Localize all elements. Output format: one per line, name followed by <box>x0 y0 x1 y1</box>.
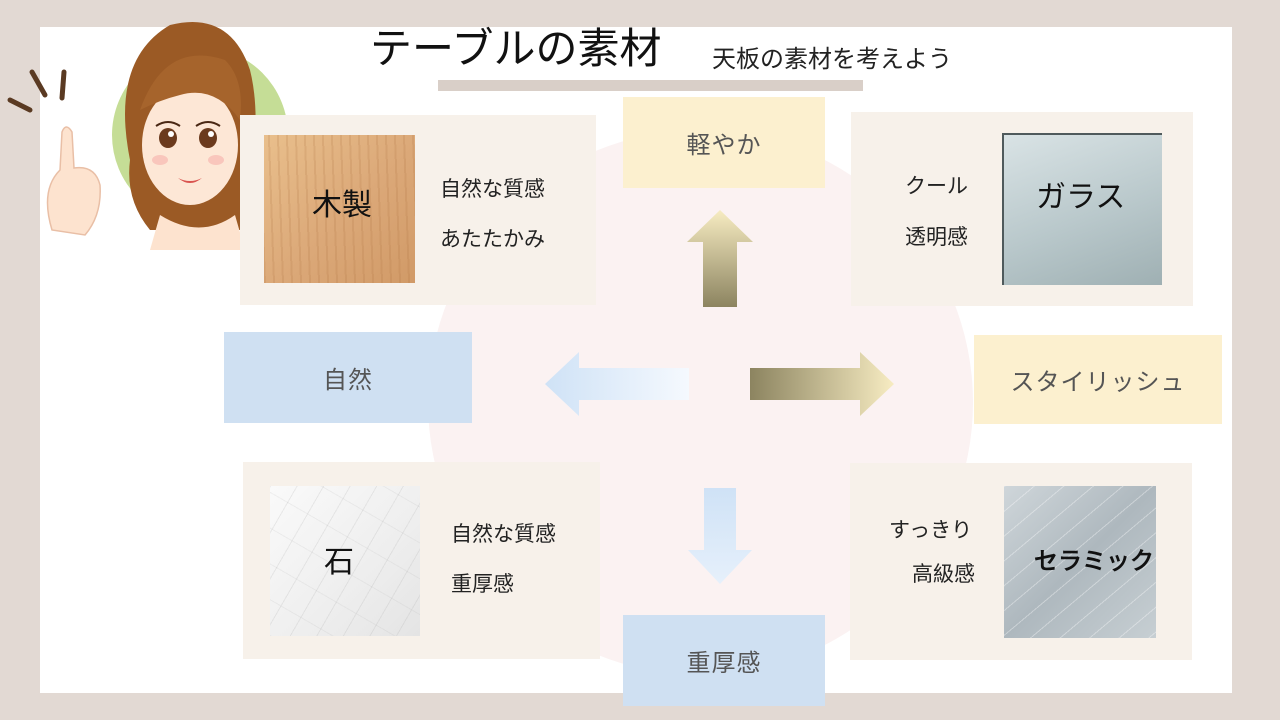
axis-left-label: 自然 <box>224 332 472 423</box>
arrow-left-icon <box>545 352 689 416</box>
stone-desc-2: 重厚感 <box>451 572 514 596</box>
glass-desc-1: クール <box>905 174 968 198</box>
page-subtitle: 天板の素材を考えよう <box>712 45 952 73</box>
ceramic-desc-2: 高級感 <box>912 562 975 586</box>
arrow-right-icon <box>750 352 894 416</box>
glass-texture <box>1002 133 1162 285</box>
page-title: テーブルの素材 <box>370 24 662 73</box>
ceramic-label: セラミック <box>1034 547 1154 575</box>
glass-desc-2: 透明感 <box>905 225 968 249</box>
ceramic-texture <box>1004 486 1156 638</box>
wood-label: 木製 <box>312 188 372 223</box>
arrow-down-icon <box>688 488 752 584</box>
arrow-up-icon <box>687 210 753 307</box>
stone-texture <box>270 486 420 636</box>
axis-right-label: スタイリッシュ <box>974 335 1222 424</box>
glass-label: ガラス <box>1036 180 1126 215</box>
title-underline <box>438 80 863 91</box>
wood-desc-2: あたたかみ <box>440 227 545 251</box>
stone-label: 石 <box>324 545 354 580</box>
axis-bottom-label: 重厚感 <box>623 615 825 706</box>
ceramic-desc-1: すっきり <box>889 518 973 542</box>
stone-desc-1: 自然な質感 <box>451 522 556 546</box>
axis-top-label: 軽やか <box>623 97 825 188</box>
wood-texture <box>264 135 415 283</box>
wood-desc-1: 自然な質感 <box>440 177 545 201</box>
